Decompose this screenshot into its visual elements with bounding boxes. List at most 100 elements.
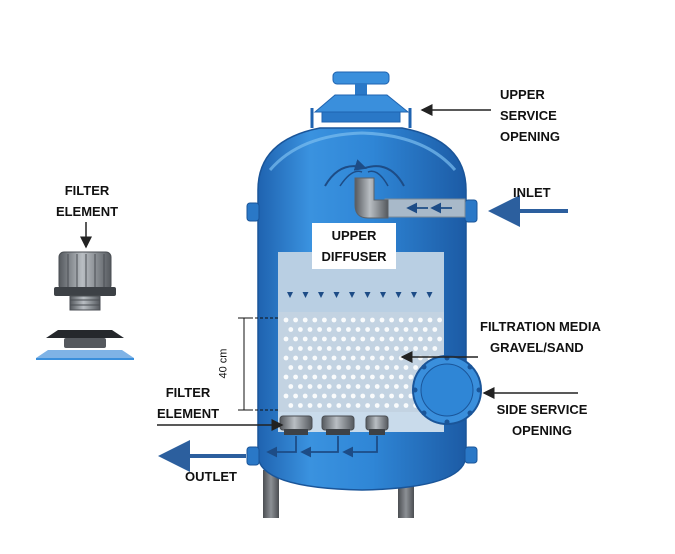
media-dot [322, 374, 327, 380]
media-dot [374, 346, 380, 351]
media-dot [413, 346, 418, 351]
media-dot [398, 317, 404, 323]
media-dot [398, 336, 404, 342]
media-dot [288, 384, 294, 389]
media-dot [336, 403, 342, 408]
media-dot [374, 365, 380, 370]
media-dot [365, 403, 370, 408]
media-dot [413, 327, 418, 332]
media-dot [317, 384, 322, 389]
media-dot [307, 346, 313, 351]
media-dot [379, 355, 385, 361]
media-dot [331, 393, 337, 399]
drop-arrow [426, 292, 433, 298]
label-outlet: OUTLET [185, 469, 237, 484]
drop-arrow [395, 292, 402, 298]
media-dot [336, 365, 342, 370]
media-dot [302, 374, 308, 380]
media-dot [360, 355, 366, 361]
media-dot [326, 403, 332, 408]
outlet-nozzle [246, 446, 260, 466]
media-dot [326, 346, 332, 351]
media-dot [403, 365, 409, 370]
water-drop-arrows [287, 292, 433, 298]
media-dot [384, 384, 390, 389]
media-dot [389, 374, 394, 380]
media-dot [365, 327, 370, 332]
media-dot [326, 327, 332, 332]
media-dot [302, 336, 308, 342]
media-dot [312, 317, 318, 323]
media-dot [384, 327, 390, 332]
media-dot [317, 365, 322, 370]
upper-diffuser-line-2: DIFFUSER [321, 249, 387, 264]
media-dot [298, 384, 303, 389]
media-dot [384, 365, 390, 370]
upper-service-line-1: UPPER [500, 87, 545, 102]
media-dot [379, 393, 385, 399]
media-dot [394, 403, 399, 408]
media-dot [422, 346, 428, 351]
drop-arrow [380, 292, 386, 298]
upper-service-line-2: SERVICE [500, 108, 557, 123]
media-dot [408, 336, 414, 342]
filter-element-bottom-line-1: FILTER [165, 385, 211, 400]
media-dot [307, 384, 313, 389]
media-dot [293, 393, 298, 399]
media-dot [336, 384, 342, 389]
media-dot [355, 327, 361, 332]
media-dot [322, 355, 327, 361]
media-dot [422, 327, 428, 332]
media-dot [389, 355, 394, 361]
upper-diffuser [324, 159, 466, 219]
media-dot [365, 346, 370, 351]
media-dot [394, 346, 399, 351]
media-dot [408, 374, 414, 380]
media-dot [283, 355, 289, 361]
media-dot [408, 317, 414, 323]
media-dot [370, 317, 375, 323]
callout-arrows [80, 104, 578, 431]
media-dot [312, 336, 318, 342]
label-side-service-opening: SIDE SERVICE OPENING [486, 399, 598, 441]
media-dot [374, 384, 380, 389]
media-dot [317, 403, 322, 408]
media-dot [394, 327, 399, 332]
media-dot [370, 374, 375, 380]
media-dot [432, 327, 438, 332]
media-dot [341, 355, 346, 361]
media-dot [293, 374, 298, 380]
media-dot [365, 384, 370, 389]
media-dot [403, 346, 409, 351]
media-dot [389, 336, 394, 342]
media-dot [312, 355, 318, 361]
media-dot [293, 317, 298, 323]
media-dot [317, 327, 322, 332]
media-dot [331, 374, 337, 380]
media-dot [427, 317, 433, 323]
media-dot [298, 327, 303, 332]
media-dot [413, 365, 418, 370]
media-dot [370, 336, 375, 342]
label-upper-diffuser: UPPER DIFFUSER [312, 223, 396, 269]
media-dot [374, 403, 380, 408]
media-dot [298, 365, 303, 370]
media-dot [350, 393, 356, 399]
media-dot [346, 346, 351, 351]
media-dot [312, 374, 318, 380]
media-dot [331, 317, 337, 323]
side-service-line-1: SIDE SERVICE [496, 402, 588, 417]
media-dot [370, 393, 375, 399]
media-dot [307, 365, 313, 370]
media-dot [403, 327, 409, 332]
media-dot [336, 346, 342, 351]
media-dot [283, 393, 289, 399]
media-dot [293, 336, 298, 342]
media-dot [384, 346, 390, 351]
media-dot [437, 336, 442, 342]
label-filter-element-bottom: FILTER ELEMENT [153, 382, 223, 424]
media-dot [341, 374, 346, 380]
media-dot [312, 393, 318, 399]
label-depth-40cm: 40 cm [217, 348, 230, 379]
